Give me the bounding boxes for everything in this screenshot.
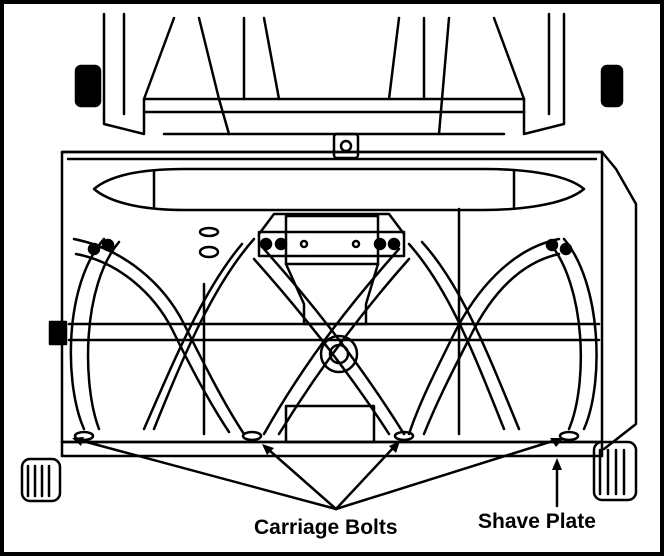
arrow-icon <box>262 444 274 455</box>
side-knobs <box>74 64 624 108</box>
right-auger <box>407 237 598 436</box>
carriage-bolts-arrows <box>77 438 558 511</box>
auger-housing <box>60 150 638 451</box>
shave-plate <box>60 404 604 458</box>
discharge-bar <box>92 167 586 212</box>
auger-shaft <box>48 320 601 346</box>
housing-stiffeners <box>202 207 461 436</box>
housing-ovals <box>198 226 220 259</box>
shave-plate-label: Shave Plate <box>478 510 596 533</box>
carriage-bolts-label: Carriage Bolts <box>254 516 398 539</box>
wheels <box>20 440 638 503</box>
arrow-icon <box>552 458 562 470</box>
arrow-icon <box>389 441 400 453</box>
top-hub <box>332 132 360 160</box>
center-auger <box>252 247 411 436</box>
arrow-icon <box>550 438 564 447</box>
arrow-icon <box>72 437 84 446</box>
snowthrower-auger-drawing <box>20 12 638 511</box>
center-gearbox <box>257 212 406 374</box>
upper-body <box>102 12 566 136</box>
left-auger <box>69 237 256 436</box>
